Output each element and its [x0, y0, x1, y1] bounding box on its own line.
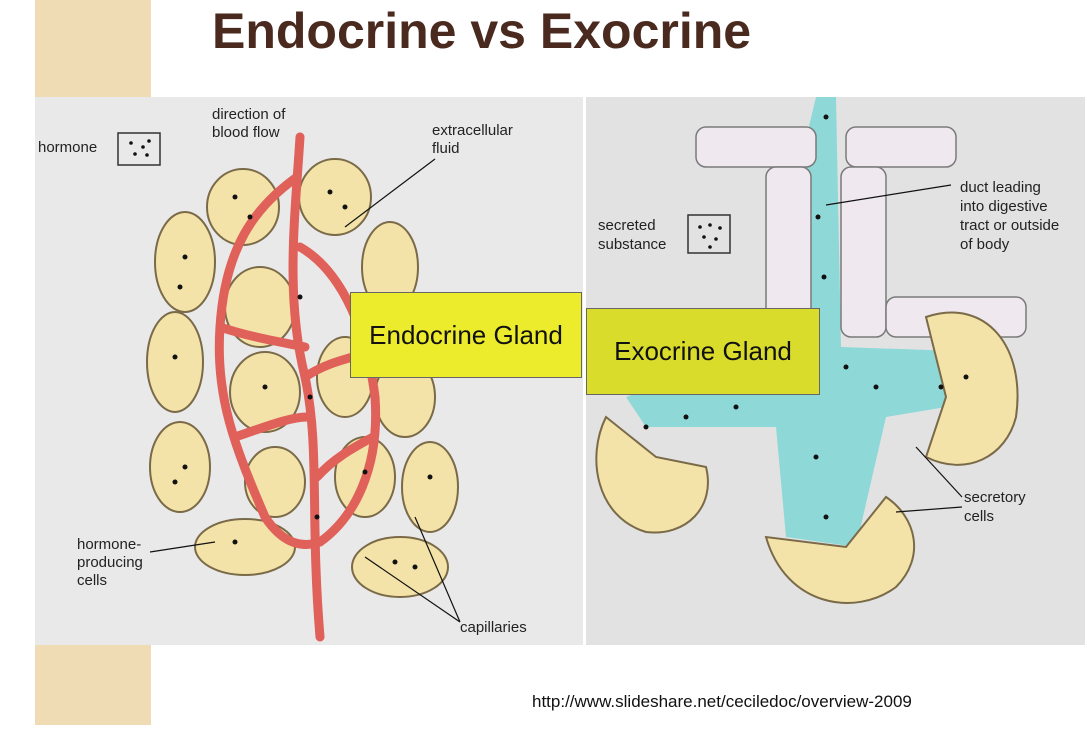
- secreted-dots: [643, 114, 969, 520]
- duct-label-2: into digestive: [960, 198, 1048, 215]
- secreted-legend-box: [687, 214, 731, 254]
- exocrine-gland-label: Exocrine Gland: [586, 308, 820, 395]
- secreted-substance-label: secreted: [598, 217, 656, 234]
- capillaries-label: capillaries: [460, 619, 527, 636]
- secretory-cells: [595, 311, 1019, 604]
- blood-flow-label-2: blood flow: [212, 124, 280, 141]
- decorative-strip-bottom: [35, 645, 151, 725]
- secretory-cells-label: secretory: [964, 489, 1026, 506]
- source-link[interactable]: http://www.slideshare.net/ceciledoc/over…: [532, 692, 912, 711]
- extracellular-fluid-label-2: fluid: [432, 140, 460, 157]
- exocrine-diagram: secreted substance duct leading into dig…: [586, 97, 1085, 645]
- hormone-producing-cells-label-2: producing: [77, 554, 143, 571]
- hormone-legend-box: [117, 132, 161, 166]
- decorative-strip-top: [35, 0, 151, 97]
- hormone-producing-cells-label-3: cells: [77, 572, 107, 589]
- extracellular-fluid-label: extracellular: [432, 122, 513, 139]
- duct-label-3: tract or outside: [960, 217, 1059, 234]
- slide-title: Endocrine vs Exocrine: [212, 3, 752, 59]
- hormone-dots: [172, 189, 433, 570]
- hormone-producing-cells-label: hormone-: [77, 536, 141, 553]
- secreted-substance-label-2: substance: [598, 236, 666, 253]
- blood-flow-label: direction of: [212, 106, 286, 123]
- hormone-producing-cells: [146, 158, 459, 598]
- hormone-legend-label: hormone: [38, 139, 97, 156]
- secretory-cells-label-2: cells: [964, 508, 994, 525]
- duct-label-4: of body: [960, 236, 1010, 253]
- endocrine-gland-label: Endocrine Gland: [350, 292, 582, 378]
- duct-label: duct leading: [960, 179, 1041, 196]
